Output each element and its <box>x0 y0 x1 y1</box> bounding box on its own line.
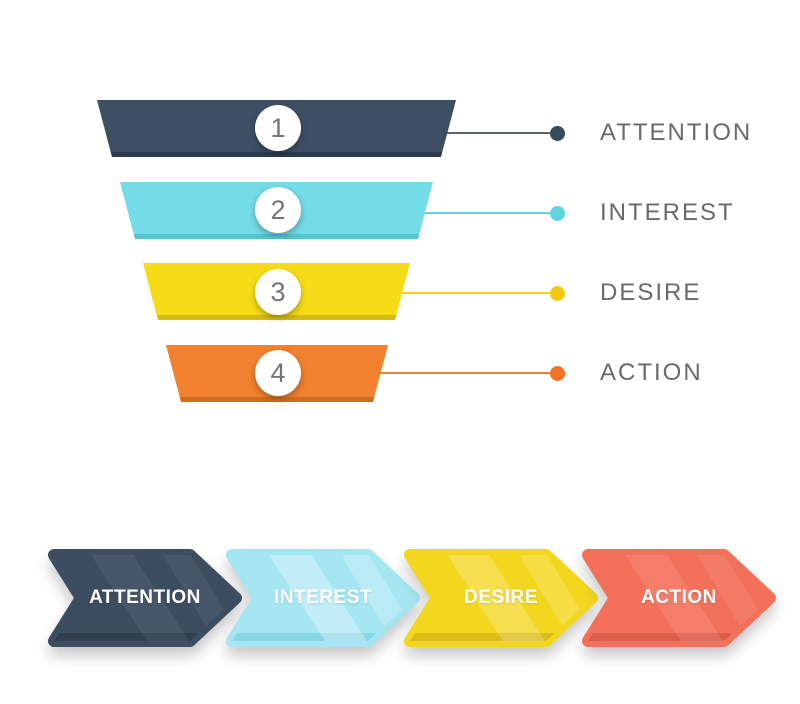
arrow-interest: INTEREST <box>225 546 421 650</box>
chevron-arrow-icon <box>404 549 598 647</box>
step-number-badge-1: 1 <box>255 105 301 151</box>
arrow-action: ACTION <box>581 546 777 650</box>
connector-dot-action <box>550 366 565 381</box>
step-number-badge-4: 4 <box>255 350 301 396</box>
connector-dot-desire <box>550 286 565 301</box>
connector-line-desire <box>402 292 550 294</box>
arrow-attention: ATTENTION <box>47 546 243 650</box>
connector-dot-attention <box>550 126 565 141</box>
connector-dot-interest <box>550 206 565 221</box>
funnel-segment-edge <box>97 152 456 157</box>
funnel-segment-edge <box>166 397 388 402</box>
arrow-label-action: ACTION <box>641 587 717 608</box>
funnel-label-desire: DESIRE <box>600 279 702 306</box>
funnel-label-attention: ATTENTION <box>600 119 753 146</box>
connector-line-action <box>380 372 550 374</box>
chevron-arrow-icon <box>582 549 776 647</box>
funnel-label-action: ACTION <box>600 359 703 386</box>
connector-line-interest <box>425 212 550 214</box>
arrow-desire: DESIRE <box>403 546 599 650</box>
funnel-segment-edge <box>143 315 410 320</box>
arrow-label-interest: INTEREST <box>274 587 372 608</box>
connector-line-attention <box>447 132 550 134</box>
arrow-label-attention: ATTENTION <box>89 587 201 608</box>
step-number-badge-3: 3 <box>255 269 301 315</box>
chevron-arrow-icon <box>48 549 242 647</box>
arrow-label-desire: DESIRE <box>464 587 538 608</box>
step-number-badge-2: 2 <box>255 187 301 233</box>
funnel-label-interest: INTEREST <box>600 199 735 226</box>
chevron-arrow-icon <box>226 549 420 647</box>
funnel-segment-edge <box>120 234 433 239</box>
